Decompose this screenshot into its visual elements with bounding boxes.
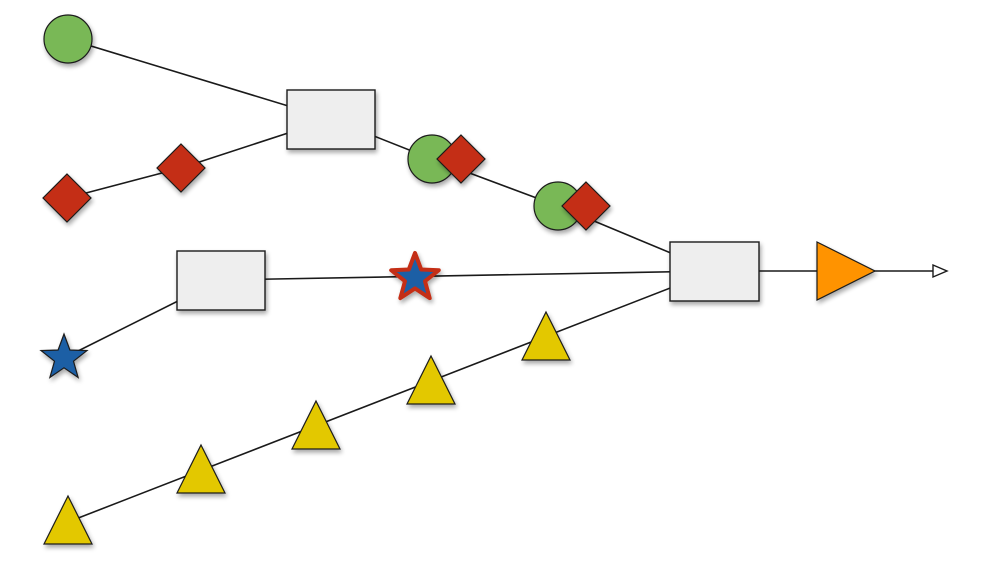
edge-triangles-to-box3 — [67, 270, 715, 523]
red-diamond-icon — [42, 173, 92, 223]
red-diamond-icon — [156, 143, 206, 193]
yellow-triangle-icon — [521, 310, 571, 361]
yellow-triangles — [43, 310, 571, 545]
stars — [39, 251, 441, 379]
red-diamond-icon — [436, 134, 486, 184]
yellow-triangle-icon — [291, 399, 341, 450]
process-box-top[interactable] — [286, 89, 376, 150]
process-box-merge[interactable] — [669, 241, 760, 302]
yellow-triangle-icon — [43, 494, 93, 545]
process-box-middle[interactable] — [176, 250, 266, 311]
green-circles — [43, 14, 583, 231]
arrow-head-icon — [932, 263, 949, 279]
edge-box2-to-box3 — [219, 270, 715, 281]
red-diamonds — [42, 134, 611, 231]
blue-star-icon — [39, 332, 89, 379]
boxes — [176, 89, 760, 311]
yellow-triangle-icon — [176, 443, 226, 494]
green-circle-icon — [43, 14, 93, 64]
red-diamond-icon — [561, 181, 611, 231]
red-outlined-blue-star-icon — [389, 251, 441, 301]
yellow-triangle-icon — [406, 354, 456, 405]
orange-output-triangle-icon — [816, 241, 877, 301]
